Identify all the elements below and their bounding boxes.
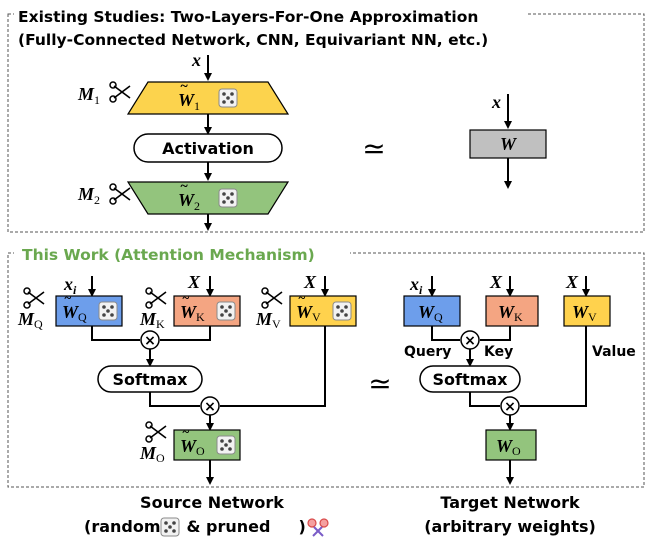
scissors-icon [109,183,131,205]
target-wo-box [485,429,537,461]
tgt-softmax-to-mul [469,392,500,407]
tgt-q-to-mul [431,326,460,341]
target-weight-box [469,129,547,159]
scissors-icon [23,287,45,309]
source-caption-line1: Source Network [140,493,284,512]
source-wk-label: WK [180,302,205,324]
weight1-tilde: ~ [180,79,188,94]
target-weight-label: W [500,134,518,154]
src-k-to-mul [160,326,211,341]
weight2-tilde: ~ [180,179,188,194]
target-input-q: xi [409,274,423,297]
target-caption-line2: (arbitrary weights) [424,517,596,536]
src-softmax-to-mul [149,392,200,407]
source-input-q: xi [63,274,77,297]
source-wk-tilde: ~ [182,290,190,305]
target-wq-label: WQ [418,302,443,324]
mask-k-label: MK [139,309,165,331]
bottom-approx-symbol: ≃ [368,367,391,400]
dice-icon [332,301,352,321]
dice-icon [218,188,238,208]
target-wv-box [563,295,611,327]
target-multiply-v-symbol: × [504,399,516,415]
bottom-title-mask [14,243,350,263]
top-title-mask [14,5,526,25]
target-input-v: X [565,272,579,292]
target-input-k: X [489,272,503,292]
mask-o-label: MO [139,443,165,465]
weight2-label: W2 [178,190,200,213]
dice-icon [98,301,118,321]
source-softmax-label: Softmax [113,370,189,389]
activation-label: Activation [162,139,254,158]
src-q-to-mul [91,326,140,341]
source-wq-label: WQ [62,302,87,324]
scissors-icon [145,287,167,309]
dice-icon [216,301,236,321]
weight1-trapezoid [126,81,290,115]
scissors-icon [145,421,167,443]
mask1-label: M1 [77,84,100,107]
mask-q-label: MQ [17,309,43,331]
scissors-icon [261,287,283,309]
dice-icon [160,517,180,537]
source-wo-tilde: ~ [182,424,190,439]
bottom-panel-title: This Work (Attention Mechanism) [22,246,315,264]
source-wq-box [55,295,123,327]
target-value-label: Value [592,344,636,360]
top-panel-title: Existing Studies: Two-Layers-For-One App… [18,8,478,26]
source-wq-tilde: ~ [64,290,72,305]
scissors-icon [109,81,131,103]
scissors-icon [307,518,329,537]
source-caption-line2: (random& pruned) [84,517,306,536]
source-wv-tilde: ~ [298,290,306,305]
top-approx-symbol: ≃ [362,132,385,165]
source-multiply-v-symbol: × [204,399,216,415]
dice-icon [218,88,238,108]
source-input-v: X [303,272,317,292]
source-multiply-qk-symbol: × [144,333,156,349]
target-wo-label: WO [496,436,521,458]
tgt-k-to-mul [480,326,511,341]
target-wv-label: WV [572,302,597,324]
mask-v-label: MV [255,309,281,331]
weight1-label: W1 [178,90,200,113]
target-multiply-qk-symbol: × [464,333,476,349]
target-wk-box [485,295,539,327]
target-wk-label: WK [498,302,523,324]
dice-icon [216,435,236,455]
target-softmax-label: Softmax [433,370,509,389]
src-v-to-mul [220,326,326,407]
top-input-x: x [191,50,201,70]
tgt-v-to-mul [520,326,587,407]
source-wv-label: WV [296,302,321,324]
target-key-label: Key [484,344,513,360]
top-target-input-x: x [491,92,501,112]
target-caption-line1: Target Network [440,493,580,512]
top-panel-subtitle: (Fully-Connected Network, CNN, Equivaria… [18,31,488,49]
weight2-trapezoid [126,181,290,215]
source-wo-label: WO [180,436,205,458]
source-input-k: X [187,272,201,292]
target-query-label: Query [404,344,451,360]
mask2-label: M2 [77,184,100,207]
